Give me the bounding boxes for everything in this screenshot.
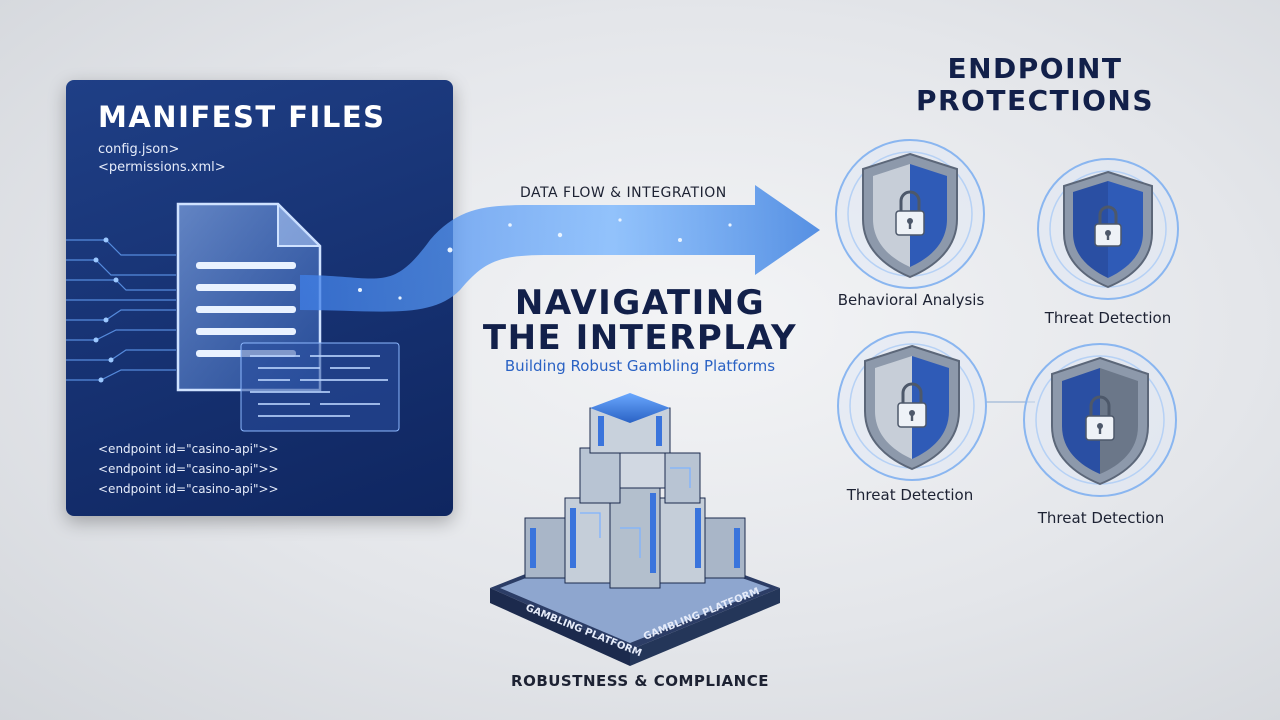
manifest-file-config: config.json>: [98, 142, 180, 157]
data-flow-arrow: [300, 185, 820, 312]
circuit-traces-graphic: [66, 237, 176, 383]
shield-lock-icon: [1023, 343, 1177, 497]
footer-label: ROBUSTNESS & COMPLIANCE: [511, 672, 769, 690]
data-flow-label: DATA FLOW & INTEGRATION: [520, 185, 727, 201]
endpoint-line: <endpoint id="casino-api">>: [98, 442, 279, 456]
shield-label-threat-detection: Threat Detection: [846, 486, 974, 504]
manifest-file-permissions: <permissions.xml>: [98, 160, 226, 175]
gambling-platform-illustration: GAMBLING PLATFORM GAMBLING PLATFORM: [490, 393, 780, 666]
center-heading-line1: NAVIGATING: [514, 283, 766, 323]
endpoint-line: <endpoint id="casino-api">>: [98, 462, 279, 476]
code-window-graphic: [240, 342, 400, 432]
shield-label-threat-detection: Threat Detection: [1044, 309, 1172, 327]
center-subtitle: Building Robust Gambling Platforms: [504, 357, 776, 375]
shield-lock-icon: [835, 139, 985, 289]
shield-lock-icon: [837, 331, 987, 481]
endpoint-line: <endpoint id="casino-api">>: [98, 482, 279, 496]
shield-label-behavioral-analysis: Behavioral Analysis: [837, 291, 985, 309]
endpoint-protections-title-line1: ENDPOINT: [947, 52, 1123, 85]
endpoint-protections-title-line2: PROTECTIONS: [915, 84, 1155, 117]
shield-label-threat-detection: Threat Detection: [1037, 509, 1165, 527]
center-heading-line2: THE INTERPLAY: [482, 318, 798, 358]
shield-lock-icon: [1037, 158, 1179, 300]
manifest-title: MANIFEST FILES: [98, 100, 386, 134]
